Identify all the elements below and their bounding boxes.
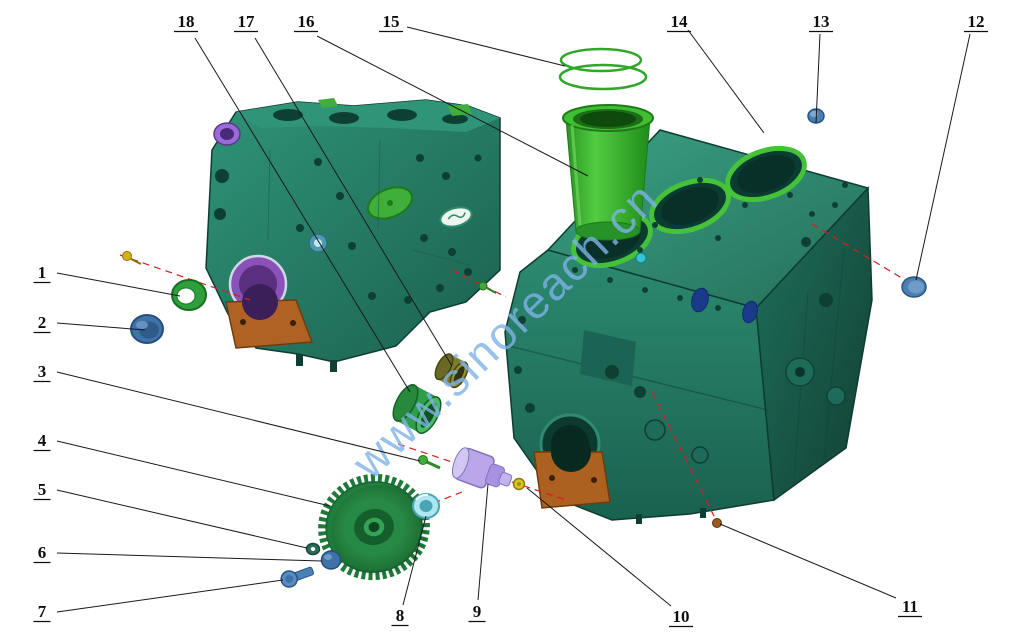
callout-label-3: 3 xyxy=(38,362,47,381)
callout-label-2: 2 xyxy=(38,313,47,332)
part-14-cylinder-block xyxy=(504,129,873,524)
deck-cyan-passage xyxy=(635,252,647,264)
part-10-plug-screw xyxy=(512,477,526,491)
callout-label-1: 1 xyxy=(38,263,47,282)
part-8-spacer-sleeve xyxy=(412,493,440,519)
callout-label-8: 8 xyxy=(396,606,405,625)
callout-label-5: 5 xyxy=(38,480,47,499)
callout-label-4: 4 xyxy=(38,431,47,450)
callout-label-18: 18 xyxy=(178,12,195,31)
callout-label-10: 10 xyxy=(673,607,690,626)
stud-bolt-left xyxy=(122,251,142,265)
left-block-top-face xyxy=(236,100,500,132)
part-9-camshaft-journal xyxy=(451,447,513,489)
callout-label-7: 7 xyxy=(38,602,47,621)
part-17-camshaft-bushing xyxy=(434,353,469,389)
part-4-timing-gear xyxy=(318,473,430,581)
callout-label-14: 14 xyxy=(671,12,689,31)
part-12-cup-plug xyxy=(901,276,927,298)
callout-label-13: 13 xyxy=(813,12,830,31)
part-3-set-bolt xyxy=(418,455,441,470)
part-5-thrust-washer xyxy=(305,542,321,556)
part-6-washer-disc xyxy=(320,550,342,570)
part-16-cylinder-liner xyxy=(562,104,654,241)
part-18-camshaft-bushing xyxy=(392,383,442,435)
callout-label-6: 6 xyxy=(38,543,47,562)
callout-label-16: 16 xyxy=(298,12,315,31)
callout-label-12: 12 xyxy=(968,12,985,31)
callout-label-15: 15 xyxy=(383,12,400,31)
part-7-gear-bolt xyxy=(280,566,314,588)
part-15-seal-rings xyxy=(558,47,648,91)
engine-logo-badge xyxy=(439,206,473,228)
leader-lines xyxy=(56,26,971,613)
left-cylinder-block xyxy=(205,98,501,372)
callout-label-9: 9 xyxy=(473,602,482,621)
callout-label-17: 17 xyxy=(238,12,256,31)
part-1-thrust-ring xyxy=(171,279,207,311)
callout-labels: 1 2 3 4 5 6 7 8 9 10 11 12 13 14 15 16 1… xyxy=(33,12,988,628)
part-11-pipe-plug xyxy=(712,518,722,528)
stud-bolt-center xyxy=(478,281,497,294)
callout-label-11: 11 xyxy=(902,597,918,616)
